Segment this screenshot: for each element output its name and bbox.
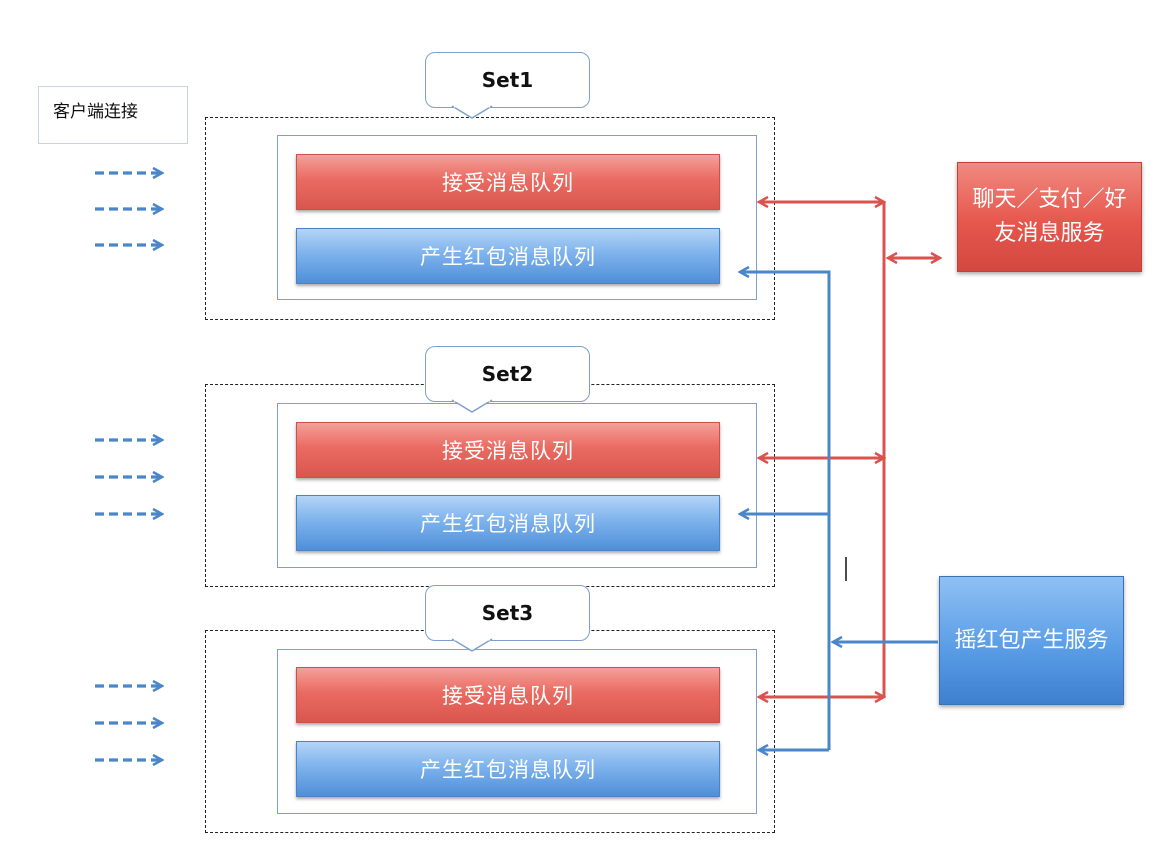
set2-redpacket-queue: 产生红包消息队列 bbox=[296, 495, 720, 551]
chat-payment-friends-service: 聊天／支付／好友消息服务 bbox=[957, 162, 1142, 272]
set2-receive-queue: 接受消息队列 bbox=[296, 422, 720, 478]
set2-tag: Set2 bbox=[425, 346, 590, 402]
set1-receive-queue: 接受消息队列 bbox=[296, 154, 720, 210]
set1-redpacket-queue: 产生红包消息队列 bbox=[296, 228, 720, 284]
shake-redpacket-service: 摇红包产生服务 bbox=[939, 576, 1124, 705]
set3-redpacket-queue: 产生红包消息队列 bbox=[296, 741, 720, 797]
client-arrows bbox=[95, 173, 162, 760]
chat-payment-friends-service-label: 聊天／支付／好友消息服务 bbox=[972, 187, 1127, 246]
red-message-bus bbox=[759, 202, 940, 697]
set1-label: Set1 bbox=[481, 68, 534, 92]
blue-redpacket-bus bbox=[740, 272, 938, 750]
set3-label: Set3 bbox=[481, 601, 534, 625]
client-connection-label: 客户端连接 bbox=[38, 86, 188, 144]
set3-tag: Set3 bbox=[425, 585, 590, 641]
shake-redpacket-service-label: 摇红包产生服务 bbox=[954, 627, 1109, 653]
set2-label: Set2 bbox=[481, 362, 534, 386]
set1-tag: Set1 bbox=[425, 52, 590, 108]
set3-receive-queue: 接受消息队列 bbox=[296, 667, 720, 723]
